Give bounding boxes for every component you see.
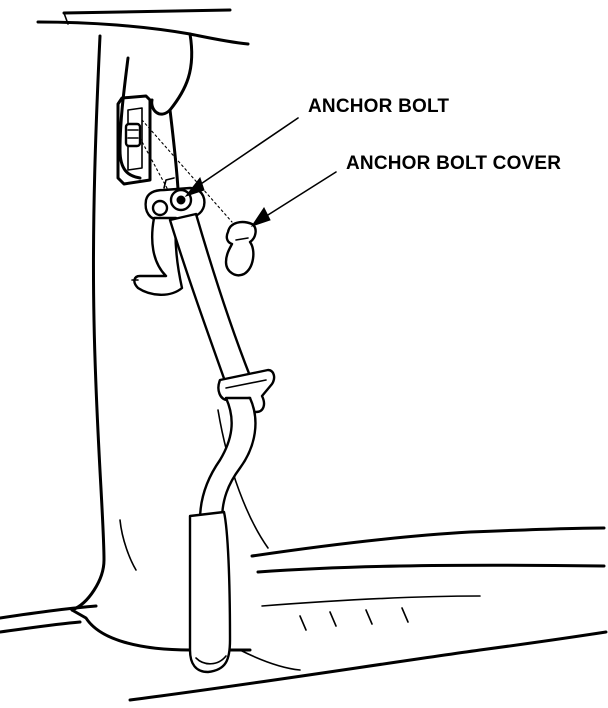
- anchor-plate-hole: [151, 199, 169, 217]
- anchor-bolt-cover-label: ANCHOR BOLT COVER: [346, 153, 562, 174]
- belt-guide-clip-icon: [217, 368, 276, 414]
- anchor-bolt-cover-arrowhead: [250, 207, 271, 227]
- floor-sill-lines: [0, 526, 608, 702]
- upper-belt-guide-recess: [116, 94, 152, 186]
- roof-panel-lines: [36, 8, 250, 46]
- anchor-bolt-head: [176, 195, 186, 205]
- retractor-cover: [188, 510, 232, 674]
- pillar-trim: [70, 32, 269, 652]
- callout-arrows: [184, 117, 337, 227]
- anchor-bolt-arrowhead: [184, 176, 205, 197]
- anchor-bolt-cover-icon: [224, 220, 257, 277]
- guide-clip: [124, 122, 142, 148]
- anchor-bolt-label: ANCHOR BOLT: [308, 96, 450, 117]
- alignment-leader-lines: [139, 119, 233, 223]
- belt-upper-loop: [131, 216, 184, 296]
- belt-lower-webbing: [198, 396, 257, 522]
